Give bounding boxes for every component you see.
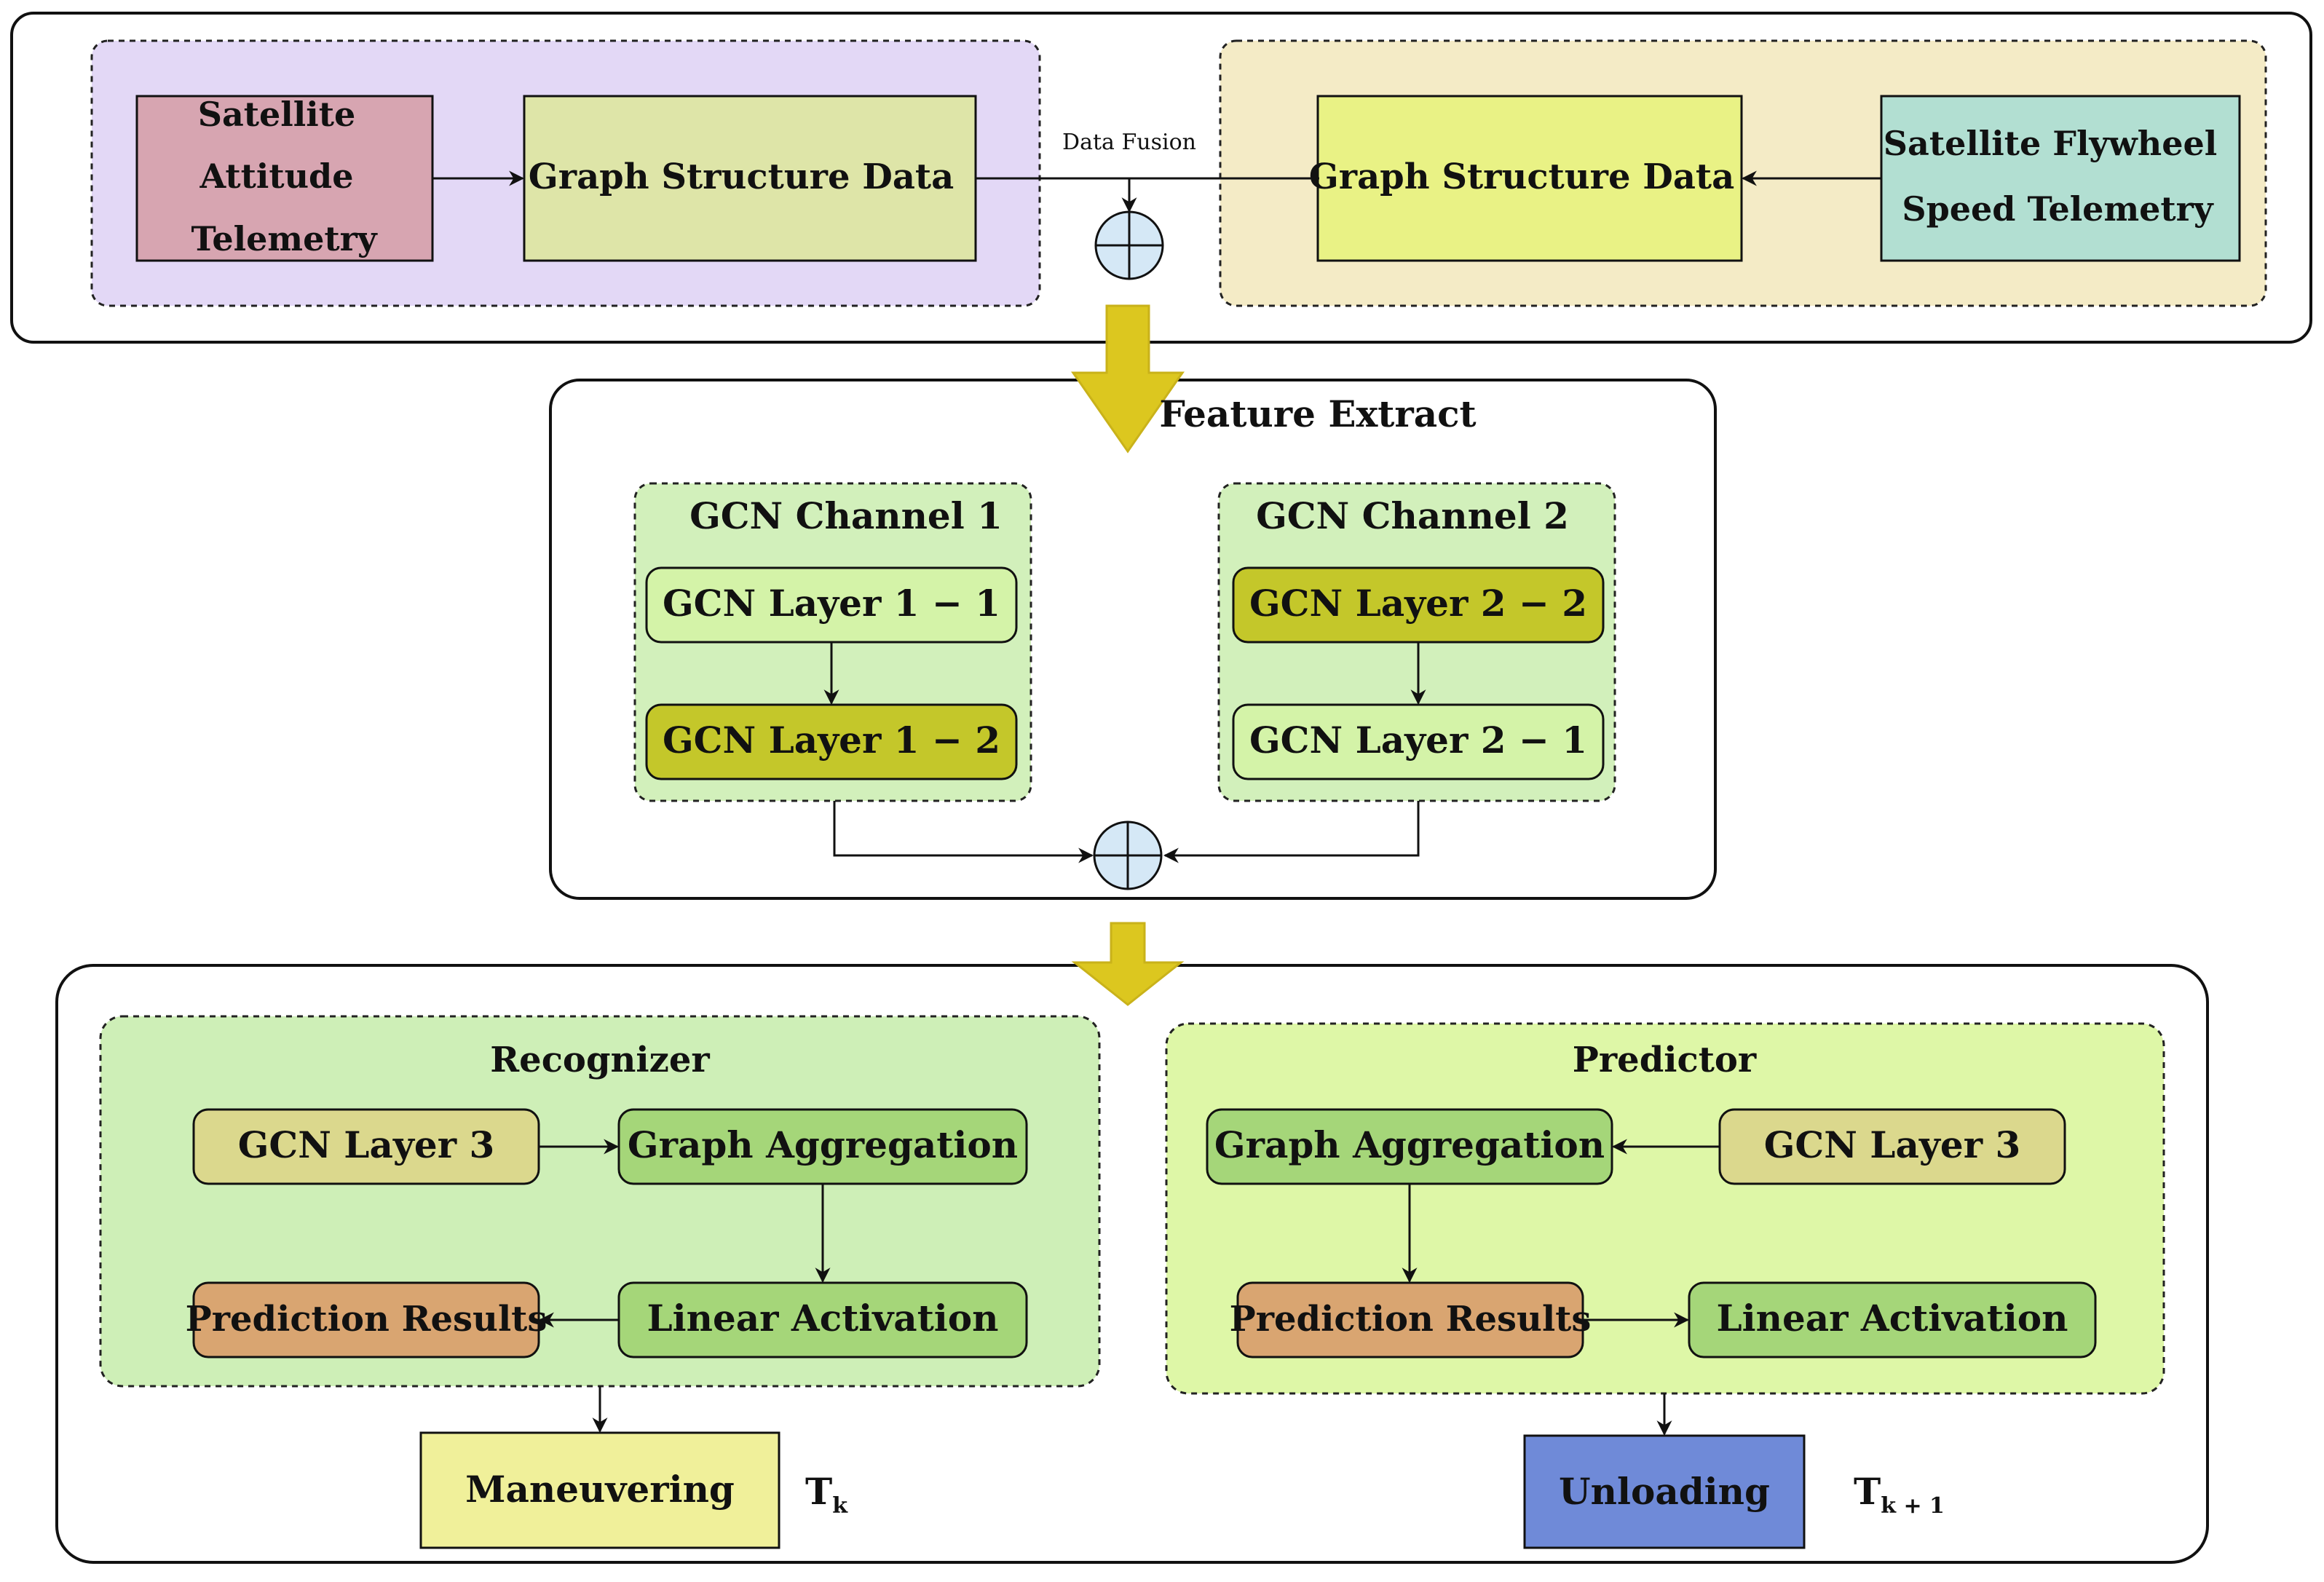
attitude-telemetry-line-1: Satellite [198,95,355,134]
predictor-gcn-layer-3-label: GCN Layer 3 [1764,1123,2021,1166]
flywheel-telemetry-line-2: Speed Telemetry [1902,189,2213,229]
unloading-time-label: Tk + 1 [1854,1470,1945,1519]
recognizer-gcn-layer-3-label: GCN Layer 3 [238,1123,495,1166]
flywheel-telemetry-box [1880,95,2241,262]
maneuvering-label: Maneuvering [465,1468,735,1511]
plus-circle-icon [1094,210,1164,280]
left-graph-structure-box [523,95,977,262]
right-graph-structure-box [1316,95,1743,262]
gcn-layer-2-2-label: GCN Layer 2 − 2 [1249,582,1587,625]
plus-circle-icon [1093,820,1163,890]
down-arrow-icon [1071,922,1185,1006]
flywheel-telemetry-line-1: Satellite Flywheel [1884,124,2217,163]
down-arrow-icon [1071,304,1185,454]
right-graph-structure-label: Graph Structure Data [1309,157,1734,197]
gcn-layer-2-1-label: GCN Layer 2 − 1 [1249,719,1587,762]
gcn-layer-1-2-label: GCN Layer 1 − 2 [663,719,1000,762]
attitude-telemetry-line-3: Telemetry [191,219,377,258]
predictor-prediction-results-label: Prediction Results [1230,1299,1592,1340]
gcn-channel-1-title: GCN Channel 1 [689,494,1003,537]
gcn-channel-2-title: GCN Channel 2 [1256,494,1569,537]
predictor-graph-aggregation-label: Graph Aggregation [1214,1123,1605,1166]
unloading-box [1523,1434,1806,1549]
channel-2-to-sum-arrow [1163,801,1420,863]
feature-extract-title: Feature Extract [1159,392,1476,435]
attitude-telemetry-box [135,95,434,262]
unloading-label: Unloading [1559,1470,1770,1513]
attitude-telemetry-line-2: Attitude [199,157,354,196]
recognizer-title: Recognizer [490,1040,710,1080]
maneuvering-time-label: Tk [805,1470,848,1519]
predictor-linear-activation-label: Linear Activation [1716,1297,2068,1340]
predictor-title: Predictor [1573,1040,1757,1080]
recognizer-prediction-results-label: Prediction Results [186,1299,548,1340]
maneuvering-box [419,1431,780,1549]
data-fusion-label: Data Fusion [1062,130,1196,155]
left-graph-structure-label: Graph Structure Data [529,157,954,197]
recognizer-graph-aggregation-label: Graph Aggregation [628,1123,1018,1166]
gcn-layer-1-1-label: GCN Layer 1 − 1 [663,582,1000,625]
channel-1-to-sum-arrow [833,801,1094,863]
recognizer-linear-activation-label: Linear Activation [647,1297,998,1340]
